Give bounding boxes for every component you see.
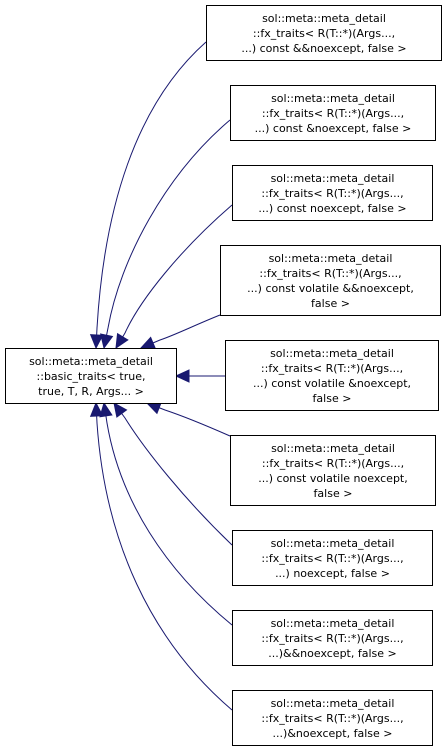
inheritance-edge-9 xyxy=(89,401,233,711)
inheritance-edge-1 xyxy=(89,41,207,350)
node-fx-traits-4-label-line-3: ...) const volatile &&noexcept, xyxy=(247,282,414,295)
node-fx-traits-9-label-line-2: ::fx_traits< R(T::*)(Args..., xyxy=(261,712,403,725)
edge-arrowhead-3 xyxy=(115,332,129,350)
node-fx-traits-9[interactable]: sol::meta::meta_detail::fx_traits< R(T::… xyxy=(232,690,433,746)
node-fx-traits-7-label-line-2: ::fx_traits< R(T::*)(Args..., xyxy=(261,552,403,565)
node-fx-traits-4-label-line-2: ::fx_traits< R(T::*)(Args..., xyxy=(259,267,401,280)
inheritance-edge-4 xyxy=(139,314,221,350)
node-basic-traits-label-line-3: true, T, R, Args... > xyxy=(38,385,144,398)
node-fx-traits-8-label-line-1: sol::meta::meta_detail xyxy=(271,617,395,630)
node-fx-traits-4[interactable]: sol::meta::meta_detail::fx_traits< R(T::… xyxy=(220,245,441,316)
inheritance-edge-8 xyxy=(99,401,233,626)
node-fx-traits-8-label-line-2: ::fx_traits< R(T::*)(Args..., xyxy=(261,632,403,645)
nodes: sol::meta::meta_detail::basic_traits< tr… xyxy=(5,5,442,746)
node-fx-traits-2-label-line-3: ...) const &noexcept, false > xyxy=(255,122,412,135)
node-fx-traits-3[interactable]: sol::meta::meta_detail::fx_traits< R(T::… xyxy=(232,165,433,221)
edge-arrowhead-7 xyxy=(113,402,128,418)
node-fx-traits-4-label-line-4: false > xyxy=(311,297,350,310)
node-basic-traits-label-line-1: sol::meta::meta_detail xyxy=(29,355,153,368)
node-fx-traits-2-box xyxy=(230,85,436,141)
node-fx-traits-1-box xyxy=(206,5,442,61)
node-fx-traits-3-label-line-2: ::fx_traits< R(T::*)(Args..., xyxy=(261,187,403,200)
inheritance-edge-2 xyxy=(99,119,231,350)
edge-line-8 xyxy=(103,402,233,626)
edge-line-1 xyxy=(95,41,207,349)
node-fx-traits-3-box xyxy=(232,165,433,221)
node-fx-traits-1-label-line-2: ::fx_traits< R(T::*)(Args..., xyxy=(253,27,395,40)
node-fx-traits-7-label-line-1: sol::meta::meta_detail xyxy=(271,537,395,550)
edge-line-9 xyxy=(95,402,233,711)
node-fx-traits-7-label-line-3: ...) noexcept, false > xyxy=(275,567,390,580)
node-fx-traits-4-label-line-1: sol::meta::meta_detail xyxy=(269,252,393,265)
node-fx-traits-3-label-line-1: sol::meta::meta_detail xyxy=(271,172,395,185)
node-fx-traits-9-label-line-1: sol::meta::meta_detail xyxy=(271,697,395,710)
edge-arrowhead-5 xyxy=(174,369,190,383)
node-fx-traits-5-label-line-2: ::fx_traits< R(T::*)(Args..., xyxy=(261,362,403,375)
node-fx-traits-4-box xyxy=(220,245,441,316)
inheritance-edge-5 xyxy=(174,369,225,383)
node-fx-traits-5-box xyxy=(225,340,439,411)
edge-arrowhead-8 xyxy=(99,401,113,418)
node-fx-traits-8-box xyxy=(232,610,433,666)
inheritance-edge-7 xyxy=(113,402,233,546)
node-fx-traits-2-label-line-2: ::fx_traits< R(T::*)(Args..., xyxy=(262,107,404,120)
edge-arrowhead-9 xyxy=(89,401,104,417)
node-fx-traits-6[interactable]: sol::meta::meta_detail::fx_traits< R(T::… xyxy=(230,435,436,506)
edge-line-2 xyxy=(103,119,231,349)
node-basic-traits-label-line-2: ::basic_traits< true, xyxy=(37,370,146,383)
edge-arrowhead-4 xyxy=(139,336,157,350)
node-basic-traits-box xyxy=(5,348,177,404)
node-fx-traits-9-box xyxy=(232,690,433,746)
node-fx-traits-6-label-line-4: false > xyxy=(314,487,353,500)
node-fx-traits-1[interactable]: sol::meta::meta_detail::fx_traits< R(T::… xyxy=(206,5,442,61)
edge-arrowhead-2 xyxy=(99,333,114,350)
inheritance-edge-6 xyxy=(145,401,231,437)
edge-arrowhead-1 xyxy=(89,334,104,350)
node-fx-traits-6-label-line-3: ...) const volatile noexcept, xyxy=(258,472,408,485)
node-fx-traits-8-label-line-3: ...)&&noexcept, false > xyxy=(268,647,397,660)
node-fx-traits-9-label-line-3: ...)&noexcept, false > xyxy=(273,727,393,740)
node-fx-traits-8[interactable]: sol::meta::meta_detail::fx_traits< R(T::… xyxy=(232,610,433,666)
node-fx-traits-5[interactable]: sol::meta::meta_detail::fx_traits< R(T::… xyxy=(225,340,439,411)
edge-line-6 xyxy=(146,402,231,437)
node-fx-traits-6-box xyxy=(230,435,436,506)
node-fx-traits-5-label-line-4: false > xyxy=(313,392,352,405)
node-fx-traits-6-label-line-1: sol::meta::meta_detail xyxy=(271,442,395,455)
node-basic-traits[interactable]: sol::meta::meta_detail::basic_traits< tr… xyxy=(5,348,177,404)
edge-line-7 xyxy=(113,402,233,546)
inheritance-edge-3 xyxy=(115,204,233,350)
node-fx-traits-1-label-line-1: sol::meta::meta_detail xyxy=(262,12,386,25)
node-fx-traits-2-label-line-1: sol::meta::meta_detail xyxy=(271,92,395,105)
node-fx-traits-7-box xyxy=(232,530,433,586)
node-fx-traits-2[interactable]: sol::meta::meta_detail::fx_traits< R(T::… xyxy=(230,85,436,141)
node-fx-traits-1-label-line-3: ...) const &&noexcept, false > xyxy=(241,42,406,55)
edge-line-4 xyxy=(140,314,221,349)
node-fx-traits-7[interactable]: sol::meta::meta_detail::fx_traits< R(T::… xyxy=(232,530,433,586)
node-fx-traits-5-label-line-3: ...) const volatile &noexcept, xyxy=(253,377,411,390)
node-fx-traits-5-label-line-1: sol::meta::meta_detail xyxy=(270,347,394,360)
node-fx-traits-3-label-line-3: ...) const noexcept, false > xyxy=(258,202,406,215)
edge-line-3 xyxy=(115,204,233,349)
node-fx-traits-6-label-line-2: ::fx_traits< R(T::*)(Args..., xyxy=(262,457,404,470)
